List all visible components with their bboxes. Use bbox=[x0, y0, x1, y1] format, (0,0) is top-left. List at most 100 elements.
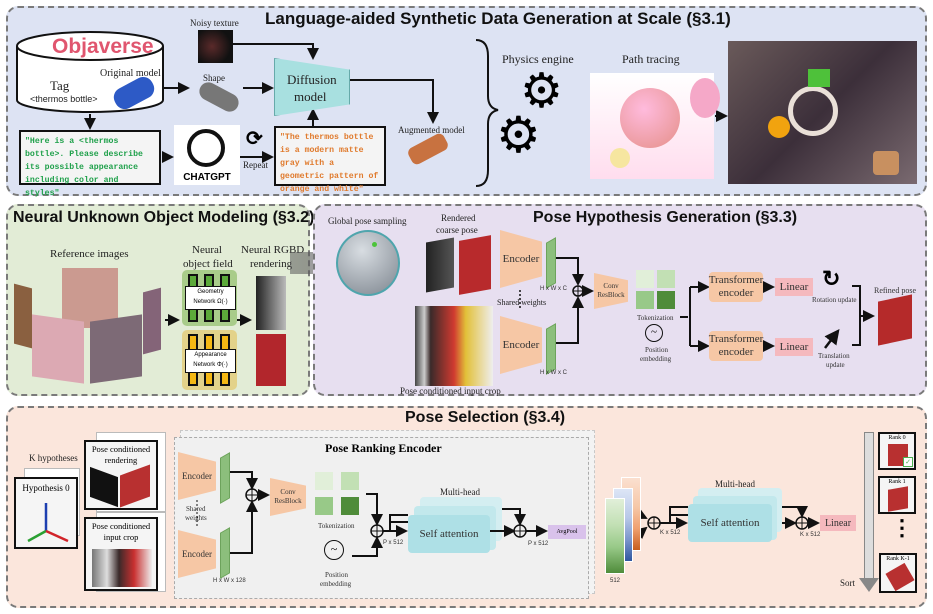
geometry-network-label-2: Network Ω(·) bbox=[193, 299, 228, 305]
token-4 bbox=[657, 291, 675, 309]
ranking-conv-label-1: Conv bbox=[280, 488, 296, 496]
multihead-label-1: Multi-head bbox=[440, 487, 480, 497]
position-embedding-label-2: embedding bbox=[640, 355, 672, 363]
rank-ellipsis: ⋮ bbox=[891, 515, 913, 540]
noisy-texture-label: Noisy texture bbox=[190, 18, 239, 28]
selection-linear: Linear bbox=[820, 515, 856, 531]
rgbd-rendering-label-2: rendering bbox=[250, 258, 293, 270]
path-tracing-label: Path tracing bbox=[622, 52, 680, 66]
feature-dim-top: H x W x C bbox=[540, 286, 567, 292]
selection-attention-head-1: Self attention bbox=[688, 504, 772, 542]
avgpool-label: AvgPool bbox=[556, 529, 578, 535]
token-3 bbox=[636, 291, 654, 309]
rank-0-label: Rank 0 bbox=[888, 435, 906, 441]
ranking-conv-resblock: Conv ResBlock bbox=[270, 478, 306, 516]
tag-label: Tag bbox=[50, 78, 70, 93]
color-rendering-image bbox=[256, 334, 286, 386]
p512-label-2: P x 512 bbox=[528, 541, 549, 547]
p512-label-1: P x 512 bbox=[383, 540, 404, 546]
rotation-arrow-icon: ↻ bbox=[822, 266, 841, 291]
pc-crop-label-1: Pose conditioned bbox=[91, 521, 151, 531]
multihead-label-2: Multi-head bbox=[715, 479, 755, 489]
diffusion-model-label-2: model bbox=[294, 89, 327, 104]
openai-knot-icon bbox=[187, 129, 225, 167]
dim-128-label: H x W x 128 bbox=[213, 578, 246, 584]
token-1 bbox=[636, 270, 654, 288]
pc-rendering-label-1: Pose conditioned bbox=[91, 444, 151, 454]
original-model-label: Original model bbox=[100, 68, 161, 79]
geometry-network-label-1: Geometry bbox=[197, 289, 224, 295]
avgpool-block: AvgPool bbox=[548, 525, 586, 539]
linear-rotation: Linear bbox=[775, 278, 813, 296]
coordinate-axes-icon bbox=[27, 503, 69, 543]
rotation-update-label: Rotation update bbox=[812, 296, 857, 304]
refined-pose-label: Refined pose bbox=[874, 286, 916, 295]
sort-arrow-head bbox=[859, 578, 879, 592]
position-embedding-label-1: Position bbox=[645, 346, 668, 354]
objaverse-logo: Objaverse bbox=[52, 35, 154, 58]
transformer-label-2: encoder bbox=[718, 287, 754, 299]
pc-crop-card: Pose conditioned input crop bbox=[84, 517, 158, 591]
translation-update-label-2: update bbox=[826, 361, 845, 369]
conv-label-1: Conv bbox=[603, 282, 619, 290]
checkmark-icon: ✓ bbox=[903, 457, 913, 467]
rendered-coarse-label-2: coarse pose bbox=[436, 225, 478, 235]
physics-engine-label: Physics engine bbox=[502, 52, 574, 66]
appearance-network-label-2: Network Φ(·) bbox=[193, 362, 228, 368]
rank-1-card: Rank 1 bbox=[878, 476, 916, 514]
ranking-token-4 bbox=[341, 497, 359, 515]
hypothesis-0-card: Hypothesis 0 bbox=[14, 477, 78, 549]
ranking-sine-wave-icon: ~ bbox=[324, 540, 344, 560]
object-field-label-2: object field bbox=[183, 258, 233, 270]
rank-k-1-label: Rank K-1 bbox=[886, 556, 910, 562]
ranking-tokenization-label: Tokenization bbox=[318, 522, 355, 530]
global-pose-sampling-label: Global pose sampling bbox=[328, 216, 407, 226]
transformer-encoder-rotation: Transformer encoder bbox=[709, 272, 763, 302]
conv-label-2: ResBlock bbox=[597, 291, 625, 299]
synthetic-data-title: Language-aided Synthetic Data Generation… bbox=[265, 9, 731, 28]
feature-column-green bbox=[605, 498, 625, 574]
icosphere-image bbox=[336, 230, 400, 296]
k512-label-1: K x 512 bbox=[660, 530, 681, 536]
synthetic-scene-image bbox=[728, 41, 917, 184]
ranking-token-1 bbox=[315, 472, 333, 490]
shared-weights-label-1: Shared bbox=[186, 505, 206, 513]
gear-icon-small: ⚙ bbox=[496, 107, 541, 163]
feature-dim-bottom: H x W x C bbox=[540, 370, 567, 376]
transformer-label-2b: encoder bbox=[718, 346, 754, 358]
rank-1-label: Rank 1 bbox=[888, 479, 906, 485]
pc-crop-label-2: input crop bbox=[103, 532, 139, 542]
sine-wave-icon: ~ bbox=[645, 324, 663, 342]
ranking-conv-label-2: ResBlock bbox=[274, 497, 302, 505]
chatgpt-prompt-text: "Here is a <thermos bottle>. Please desc… bbox=[25, 137, 143, 198]
appearance-network-block: Appearance Network Φ(·) bbox=[182, 330, 237, 390]
input-crop-label: Pose conditioned input crop bbox=[400, 386, 501, 396]
geometry-network-block: Geometry Network Ω(·) bbox=[182, 270, 237, 326]
conv-resblock: Conv ResBlock bbox=[594, 273, 628, 309]
objaverse-cylinder-top bbox=[16, 31, 164, 61]
pose-selection-title: Pose Selection (§3.4) bbox=[405, 409, 566, 426]
appearance-network-label-1: Appearance bbox=[194, 352, 227, 358]
self-attention-head-1: Self attention bbox=[408, 515, 490, 553]
noisy-texture-image bbox=[198, 30, 233, 63]
k512-label-2: K x 512 bbox=[800, 532, 821, 538]
pc-rendering-card: Pose conditioned rendering bbox=[84, 440, 158, 510]
ranking-position-label-1: Position bbox=[325, 571, 348, 579]
rgbd-rendering-label-1: Neural RGBD bbox=[241, 244, 305, 256]
chatgpt-response-box: "The thermos bottle is a modern matte gr… bbox=[274, 126, 386, 194]
depth-rendering-image bbox=[256, 276, 286, 330]
tokenization-label: Tokenization bbox=[637, 314, 674, 322]
ranking-token-2 bbox=[341, 472, 359, 490]
translation-update-label-1: Translation bbox=[818, 352, 850, 360]
transformer-label-1: Transformer bbox=[708, 274, 764, 286]
chatgpt-prompt-box: "Here is a <thermos bottle>. Please desc… bbox=[19, 130, 161, 198]
token-2 bbox=[657, 270, 675, 288]
ranking-encoder-title: Pose Ranking Encoder bbox=[325, 441, 442, 455]
ranking-token-3 bbox=[315, 497, 333, 515]
k-hypotheses-label: K hypotheses bbox=[29, 453, 78, 463]
shared-weights-label-2: weights bbox=[185, 514, 207, 522]
